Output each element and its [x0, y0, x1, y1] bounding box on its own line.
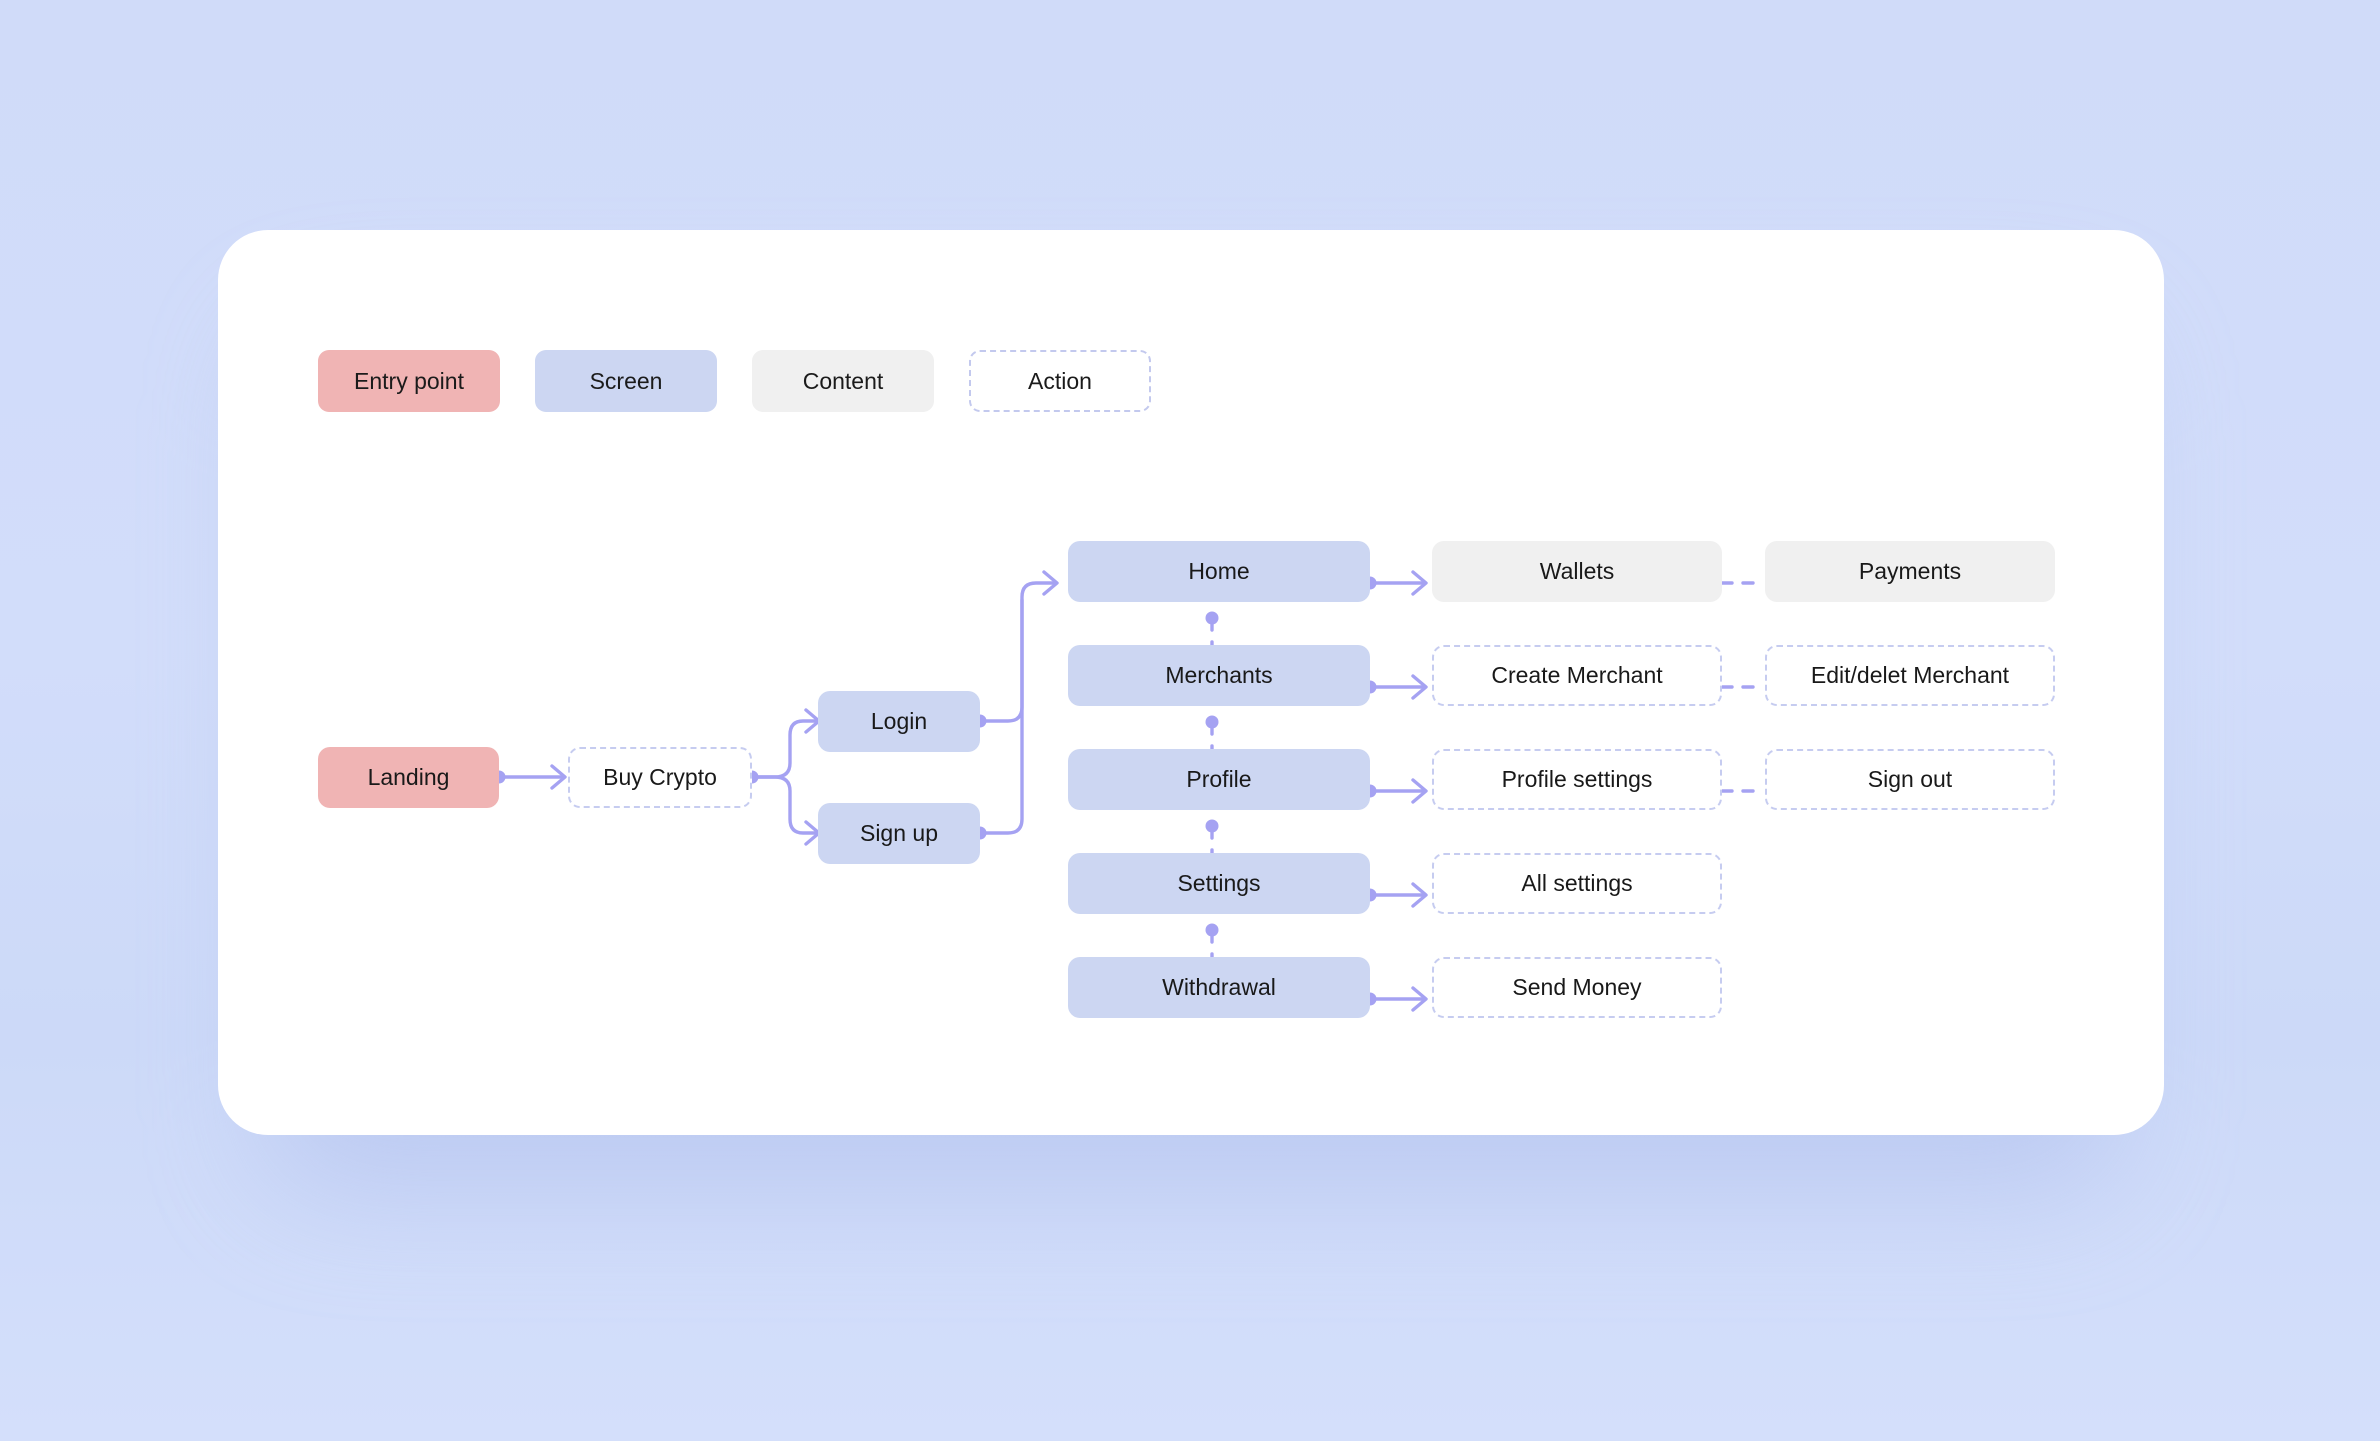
node-label: Landing — [367, 763, 450, 790]
node-all-settings[interactable]: All settings — [1432, 853, 1722, 914]
legend-label: Action — [1028, 367, 1092, 394]
node-label: Withdrawal — [1162, 973, 1276, 1000]
legend-chip-action: Action — [969, 350, 1151, 412]
node-landing[interactable]: Landing — [318, 747, 499, 808]
node-wallets[interactable]: Wallets — [1432, 541, 1722, 602]
node-label: Send Money — [1512, 973, 1642, 1000]
node-label: Wallets — [1539, 557, 1615, 584]
node-label: Settings — [1177, 869, 1261, 896]
legend-label: Screen — [589, 367, 663, 394]
node-label: Profile — [1186, 765, 1252, 792]
node-withdrawal[interactable]: Withdrawal — [1068, 957, 1370, 1018]
node-profile[interactable]: Profile — [1068, 749, 1370, 810]
node-send-money[interactable]: Send Money — [1432, 957, 1722, 1018]
node-label: Login — [870, 707, 928, 734]
node-label: Profile settings — [1501, 765, 1653, 792]
node-label: All settings — [1521, 869, 1633, 896]
node-merchants[interactable]: Merchants — [1068, 645, 1370, 706]
node-label: Sign up — [859, 819, 938, 846]
node-buy-crypto[interactable]: Buy Crypto — [568, 747, 752, 808]
legend-label: Entry point — [354, 367, 464, 394]
node-sign-out[interactable]: Sign out — [1765, 749, 2055, 810]
node-create-merchant[interactable]: Create Merchant — [1432, 645, 1722, 706]
node-login[interactable]: Login — [818, 691, 980, 752]
node-label: Payments — [1858, 557, 1962, 584]
node-label: Create Merchant — [1491, 661, 1663, 688]
node-label: Edit/delet Merchant — [1810, 661, 2010, 688]
node-label: Sign out — [1867, 765, 1953, 792]
legend-chip-screen: Screen — [535, 350, 717, 412]
node-label: Buy Crypto — [603, 763, 717, 790]
node-label: Merchants — [1165, 661, 1273, 688]
node-home[interactable]: Home — [1068, 541, 1370, 602]
node-edit-delete-merchant[interactable]: Edit/delet Merchant — [1765, 645, 2055, 706]
legend-label: Content — [802, 367, 884, 394]
node-profile-settings[interactable]: Profile settings — [1432, 749, 1722, 810]
node-sign-up[interactable]: Sign up — [818, 803, 980, 864]
legend-chip-entry-point: Entry point — [318, 350, 500, 412]
legend-chip-content: Content — [752, 350, 934, 412]
node-payments[interactable]: Payments — [1765, 541, 2055, 602]
legend: Entry point Screen Content Action — [318, 350, 1151, 412]
node-settings[interactable]: Settings — [1068, 853, 1370, 914]
node-label: Home — [1188, 557, 1250, 584]
